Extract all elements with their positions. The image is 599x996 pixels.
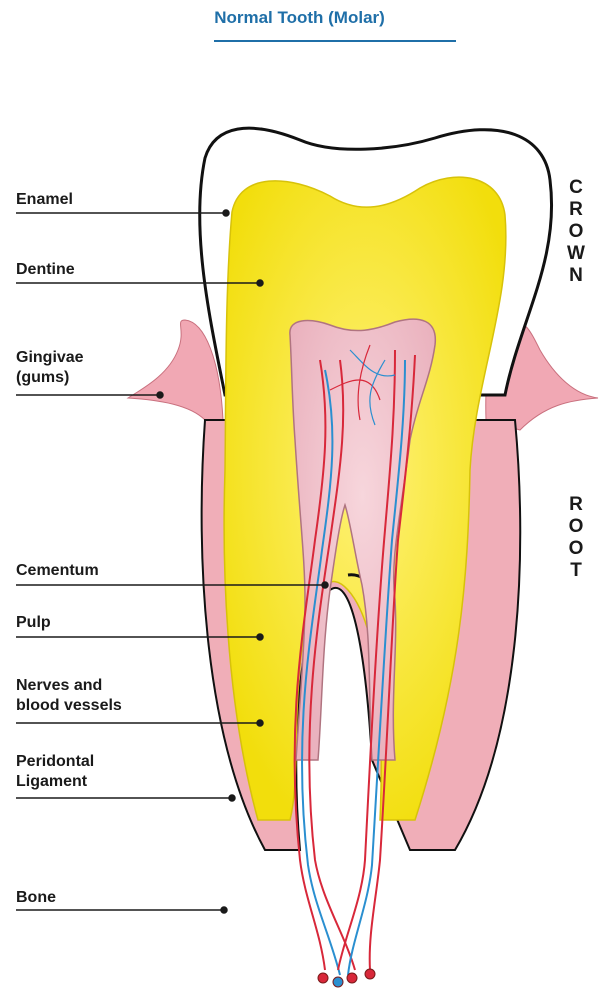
label-pulp: Pulp — [16, 613, 51, 633]
section-root: ROOT — [565, 494, 587, 582]
section-crown: CROWN — [565, 177, 587, 287]
label-ligament: Peridontal Ligament — [16, 752, 94, 792]
gum-left — [128, 320, 223, 420]
label-bone: Bone — [16, 888, 56, 908]
label-nerves: Nerves and blood vessels — [16, 676, 122, 716]
label-dentine: Dentine — [16, 260, 75, 280]
vessel-ends — [318, 969, 375, 987]
label-cementum: Cementum — [16, 561, 99, 581]
label-gingivae: Gingivae (gums) — [16, 348, 84, 388]
label-enamel: Enamel — [16, 190, 73, 210]
